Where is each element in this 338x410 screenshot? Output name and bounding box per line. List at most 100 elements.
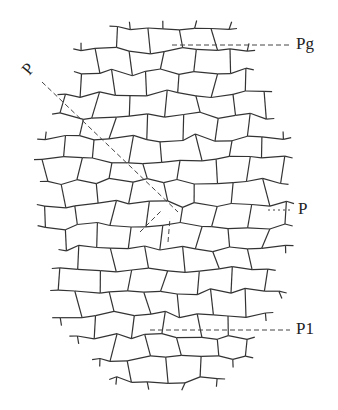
cell-wall	[248, 205, 252, 228]
cell-wall	[247, 136, 262, 138]
cell-wall	[262, 156, 285, 158]
cell-wall	[42, 157, 64, 160]
cell-wall	[245, 356, 253, 358]
cell-wall	[179, 28, 194, 30]
cell-wall	[146, 71, 147, 96]
cell-wall	[38, 226, 46, 228]
cell-wall	[66, 94, 81, 97]
cell-wall	[286, 201, 294, 203]
cell-wall	[128, 227, 131, 249]
cell-wall	[217, 378, 225, 379]
cell-wall	[180, 223, 202, 227]
cell-wall	[264, 269, 267, 291]
cell-wall	[233, 91, 245, 94]
cell-wall	[92, 359, 100, 360]
cell-wall	[129, 51, 132, 76]
cell-wall	[100, 69, 112, 73]
cell-wall	[164, 48, 183, 52]
cell-wall	[195, 134, 215, 141]
cell-wall	[250, 113, 266, 119]
cell-wall	[160, 52, 164, 69]
cell-wall	[195, 21, 197, 29]
cell-wall	[45, 132, 46, 140]
cell-wall	[195, 227, 202, 249]
cell-wall	[211, 74, 218, 98]
cell-wall	[161, 291, 178, 294]
cell-wall	[52, 267, 60, 269]
cell-wall	[217, 339, 219, 356]
cell-wall	[151, 311, 165, 314]
cell-wall	[228, 316, 246, 317]
cell-wall	[82, 157, 92, 159]
cell-wall	[168, 382, 185, 384]
cell-wall	[34, 159, 42, 161]
cell-wall	[59, 250, 67, 251]
cell-wall	[185, 271, 199, 272]
leader-line	[168, 218, 170, 242]
cell-wall	[129, 114, 147, 116]
cell-wall	[231, 288, 245, 293]
cell-wall	[149, 268, 168, 271]
cell-wall	[42, 159, 48, 181]
cell-wall	[246, 313, 265, 317]
cell-wall	[92, 140, 94, 158]
cell-wall	[279, 291, 282, 298]
cell-wall	[110, 226, 131, 228]
cell-wall	[270, 224, 285, 229]
leader-line	[172, 45, 290, 46]
cell-wall	[97, 247, 111, 249]
cell-wall	[145, 334, 151, 356]
cell-wall	[110, 248, 128, 250]
cell-wall	[183, 246, 186, 272]
cell-wall	[75, 206, 78, 225]
cell-wall	[266, 118, 274, 120]
cell-wall	[166, 357, 168, 383]
cell-wall	[211, 289, 214, 315]
cell-wall	[80, 74, 81, 98]
cell-wall	[216, 159, 217, 184]
leader-line	[268, 210, 292, 211]
cell-wall	[147, 90, 168, 96]
cell-wall	[283, 138, 291, 140]
cell-wall	[229, 22, 232, 30]
cell-wall	[50, 290, 58, 292]
cell-wall	[178, 74, 179, 92]
cell-wall	[233, 356, 246, 359]
cell-wall	[181, 355, 201, 356]
cell-wall	[92, 92, 100, 118]
cell-wall	[160, 142, 162, 163]
cell-wall	[281, 183, 289, 185]
cell-wall	[48, 181, 61, 184]
cell-wall	[262, 229, 270, 248]
cell-wall	[109, 178, 133, 182]
cell-wall	[227, 316, 229, 336]
cell-wall	[133, 179, 147, 182]
cell-wall	[148, 28, 151, 54]
cell-wall	[117, 334, 131, 339]
cell-wall	[100, 271, 101, 293]
cell-wall	[166, 355, 182, 357]
cell-wall	[112, 69, 133, 76]
cell-wall	[100, 92, 116, 96]
cell-wall	[229, 28, 237, 30]
cell-wall	[247, 248, 261, 250]
cell-wall	[233, 94, 236, 115]
cell-wall	[44, 206, 46, 227]
cell-wall	[58, 268, 60, 290]
cell-wall	[264, 91, 266, 119]
cell-wall	[96, 311, 115, 315]
cell-wall	[261, 137, 263, 158]
cell-wall	[183, 134, 195, 141]
cell-wall	[211, 289, 232, 293]
cell-wall	[252, 269, 268, 271]
cell-wall	[75, 291, 82, 318]
cell-wall	[132, 71, 145, 76]
cell-wall	[164, 183, 168, 201]
cell-wall	[134, 314, 151, 316]
cell-wall	[109, 377, 117, 380]
cell-wall	[285, 224, 293, 226]
cell-wall	[213, 252, 220, 269]
cell-wall	[64, 136, 66, 157]
cell-wall	[58, 290, 75, 292]
cell-wall	[246, 157, 250, 182]
